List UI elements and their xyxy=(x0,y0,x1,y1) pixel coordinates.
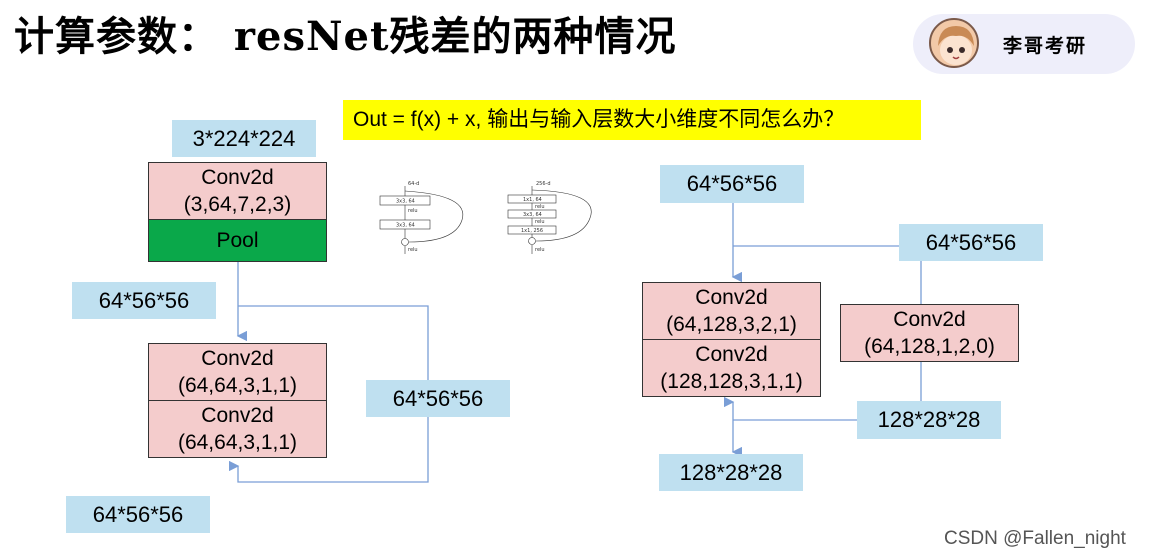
right-shortcut-conv-block: Conv2d (64,128,1,2,0) xyxy=(840,304,1019,362)
bottleneck-relu2-text: relu xyxy=(535,219,545,225)
right-shortcut-conv-name: Conv2d xyxy=(893,308,966,331)
basic-layer1-text: 3x3, 64 xyxy=(396,199,415,205)
left-mid-label: 64*56*56 xyxy=(72,282,216,319)
basic-block-diagram: 64-d 3x3, 64 relu 3x3, 64 relu xyxy=(379,181,464,254)
bottleneck-layer1-text: 1x1, 64 xyxy=(523,197,542,203)
right-conv-b-name: Conv2d xyxy=(695,343,768,366)
left-conv3-block: Conv2d (64,64,3,1,1) xyxy=(148,400,327,458)
right-output-label: 128*28*28 xyxy=(659,454,803,491)
right-conv-a-name: Conv2d xyxy=(695,286,768,309)
left-conv1-block: Conv2d (3,64,7,2,3) xyxy=(148,162,327,220)
right-conv-b-params: (128,128,3,1,1) xyxy=(660,370,803,393)
bottleneck-layer2-text: 3x3, 64 xyxy=(523,212,542,218)
left-conv1-name: Conv2d xyxy=(201,166,274,189)
left-conv2-name: Conv2d xyxy=(201,347,274,370)
basic-input-text: 64-d xyxy=(408,181,419,187)
left-pool-block: Pool xyxy=(148,219,327,262)
basic-relu-out-text: relu xyxy=(408,247,418,253)
left-skip-label: 64*56*56 xyxy=(366,380,510,417)
right-conv-a-params: (64,128,3,2,1) xyxy=(666,313,797,336)
left-conv1-params: (3,64,7,2,3) xyxy=(183,193,292,216)
right-branch-label: 64*56*56 xyxy=(899,224,1043,261)
right-input-label: 64*56*56 xyxy=(660,165,804,203)
bottleneck-block-diagram: 256-d 1x1, 64 relu 3x3, 64 relu 1x1, 256… xyxy=(507,181,592,254)
left-conv2-params: (64,64,3,1,1) xyxy=(177,374,298,397)
basic-layer2-text: 3x3, 64 xyxy=(396,223,415,229)
avatar xyxy=(929,18,979,68)
author-name: 李哥考研 xyxy=(1003,35,1088,57)
left-skip-connector xyxy=(228,305,429,483)
right-shortcut-conv-params: (64,128,1,2,0) xyxy=(864,335,995,358)
bottleneck-relu-out-text: relu xyxy=(535,247,545,253)
bottleneck-layer3-text: 1x1, 256 xyxy=(521,228,543,234)
left-input-label: 3*224*224 xyxy=(172,120,316,157)
question-banner: Out = f(x) + x, 输出与输入层数大小维度不同怎么办？ xyxy=(343,100,921,140)
left-conv3-params: (64,64,3,1,1) xyxy=(177,431,298,454)
left-conv3-name: Conv2d xyxy=(201,404,274,427)
right-conv-a-block: Conv2d (64,128,3,2,1) xyxy=(642,282,821,340)
left-output-label: 64*56*56 xyxy=(66,496,210,533)
basic-relu1-text: relu xyxy=(408,208,418,214)
watermark: CSDN @Fallen_night xyxy=(944,528,1126,549)
right-shortcut-label: 128*28*28 xyxy=(857,401,1001,439)
right-conv-b-block: Conv2d (128,128,3,1,1) xyxy=(642,339,821,397)
page-title: 计算参数： resNet残差的两种情况 xyxy=(14,13,677,60)
bottleneck-input-text: 256-d xyxy=(536,181,551,187)
bottleneck-relu1-text: relu xyxy=(535,204,545,210)
